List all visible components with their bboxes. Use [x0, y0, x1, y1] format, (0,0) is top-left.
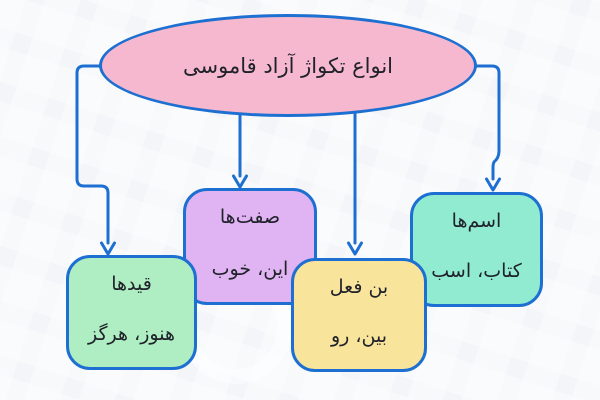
node-nouns-examples: کتاب، اسب: [431, 260, 522, 282]
root-node-label: انواع تکواژ آزاد قاموسی: [183, 53, 393, 78]
node-nouns-label: اسم‌ها: [451, 210, 502, 232]
node-verb-stems-examples: بین، رو: [331, 325, 388, 347]
node-adverbs-label: قیدها: [111, 273, 152, 295]
arrowhead-adjectives: [232, 174, 248, 189]
node-adverbs: قیدها هنوز، هرگز: [66, 255, 197, 370]
node-adverbs-examples: هنوز، هرگز: [88, 323, 175, 345]
node-verb-stems-label: بن فعل: [329, 276, 389, 298]
arrowhead-verb-stems: [347, 241, 363, 256]
node-verb-stems: بن فعل بین، رو: [291, 258, 427, 372]
node-adjectives-examples: این، خوب: [211, 258, 289, 280]
arrowhead-adverbs: [100, 241, 116, 256]
arrow-to-adverbs: [75, 64, 110, 245]
node-nouns: اسم‌ها کتاب، اسب: [410, 192, 543, 307]
arrow-to-nouns: [474, 64, 501, 181]
root-node: انواع تکواژ آزاد قاموسی: [99, 14, 477, 117]
node-adjectives-label: صفت‌ها: [219, 206, 281, 228]
arrowhead-nouns: [485, 177, 501, 192]
